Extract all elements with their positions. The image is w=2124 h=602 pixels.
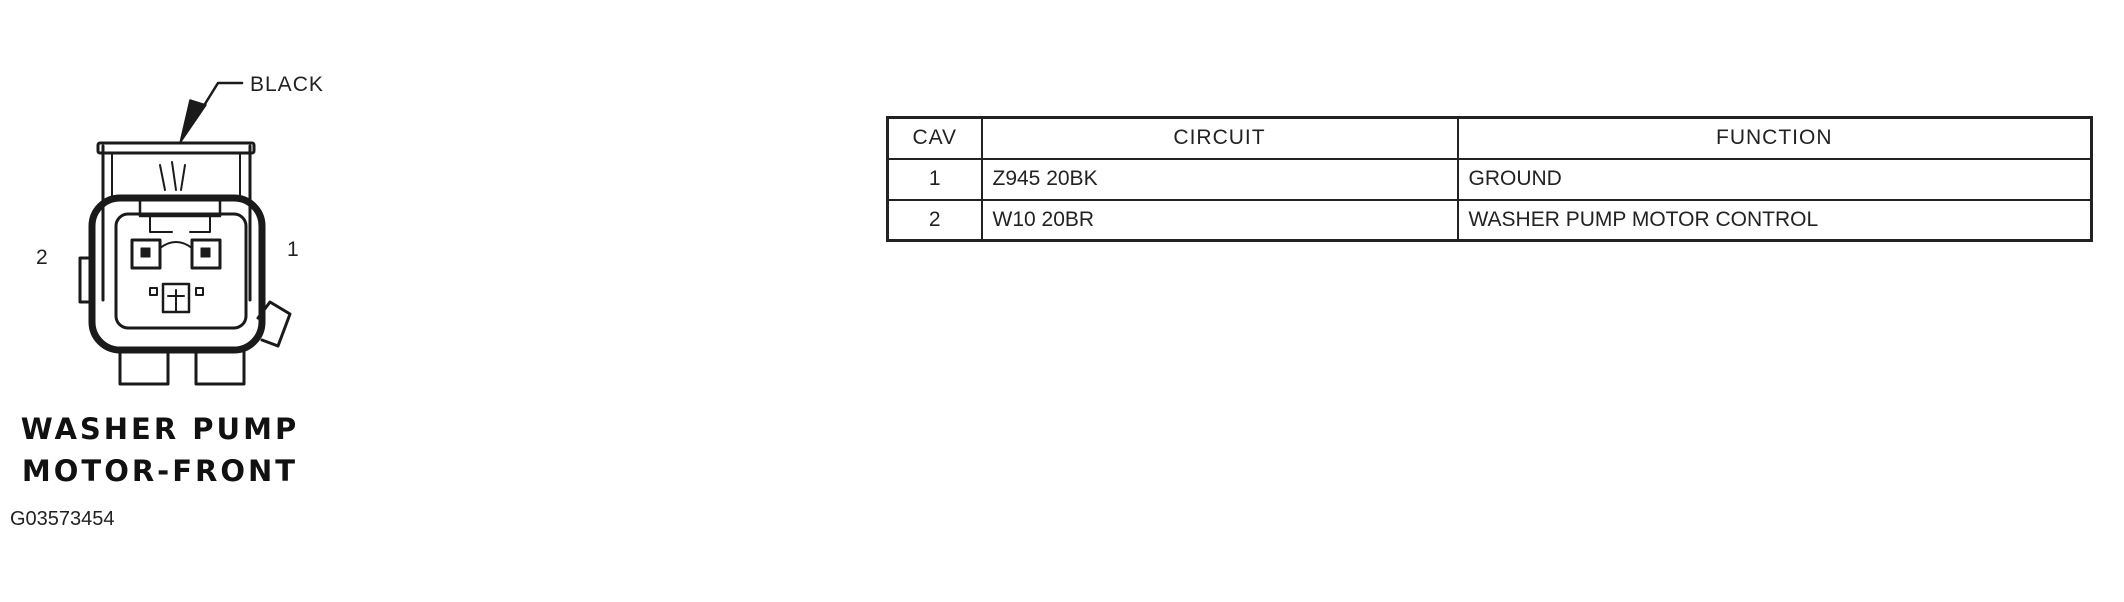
bottom-foot-right (194, 348, 246, 386)
cell-cav: 1 (886, 157, 983, 201)
figure-id: G03573454 (10, 508, 115, 530)
top-latch-rail (96, 141, 256, 155)
header-cav: CAV (886, 116, 983, 160)
header-function: FUNCTION (1456, 116, 2093, 160)
cell-function: WASHER PUMP MOTOR CONTROL (1456, 198, 2093, 242)
table-row: 2 W10 20BR WASHER PUMP MOTOR CONTROL (886, 198, 2093, 242)
right-side-tab (256, 300, 292, 348)
callout-leader-line (193, 81, 244, 122)
bottom-foot-left (118, 348, 170, 386)
table-row: 1 Z945 20BK GROUND (886, 157, 2093, 201)
connector-face-diagram (78, 81, 292, 386)
pin-number-2: 2 (36, 246, 48, 269)
latch-tongue (159, 161, 186, 191)
connector-inner-face (114, 212, 248, 330)
connector-outer-housing (88, 194, 266, 354)
pin-number-1: 1 (287, 238, 299, 261)
lock-tab (138, 198, 222, 218)
connector-title-line-2: MOTOR-FRONT (21, 454, 299, 488)
callout-arrowhead (179, 99, 207, 144)
callout-label-color: BLACK (250, 73, 324, 96)
left-side-tab (78, 256, 94, 304)
cell-circuit: Z945 20BK (980, 157, 1459, 201)
table-header-row: CAV CIRCUIT FUNCTION (886, 116, 2093, 160)
cell-cav: 2 (886, 198, 983, 242)
top-latch-bar (101, 144, 252, 302)
terminal-cavity-1 (190, 238, 222, 270)
connector-title: WASHER PUMP MOTOR-FRONT (10, 408, 310, 492)
cell-circuit: W10 20BR (980, 198, 1459, 242)
pinout-table: CAV CIRCUIT FUNCTION 1 Z945 20BK GROUND … (886, 116, 2093, 242)
connector-title-line-1: WASHER PUMP (20, 412, 300, 446)
cell-function: GROUND (1456, 157, 2093, 201)
terminal-cavity-2 (130, 238, 162, 270)
header-circuit: CIRCUIT (980, 116, 1459, 160)
